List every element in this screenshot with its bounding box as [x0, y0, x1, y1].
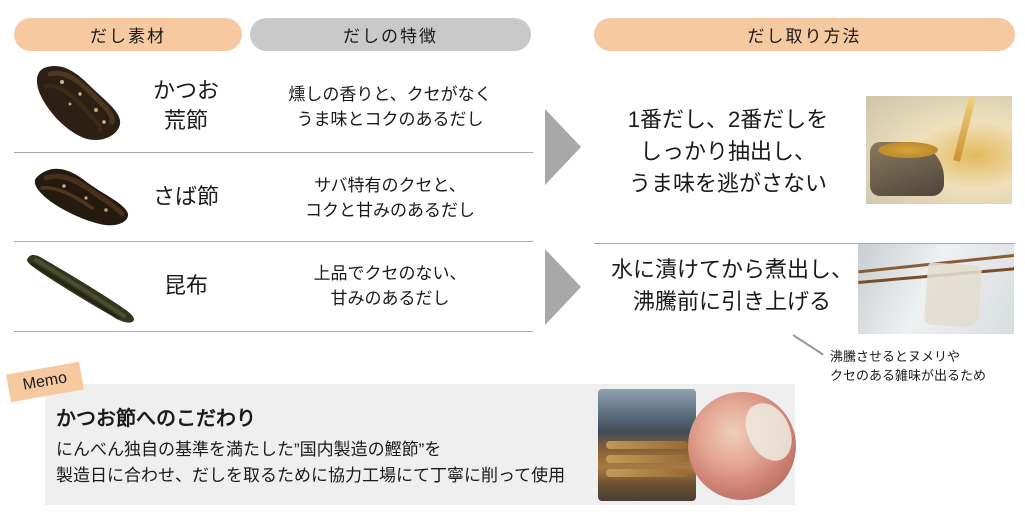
dashi-stream: [953, 96, 976, 162]
method-divider: [594, 243, 1015, 244]
boiling-caution-note: 沸騰させるとヌメリや クセのある雑味が出るため: [830, 349, 987, 383]
right-arrow-icon: [545, 249, 581, 325]
memo-title: かつお節へのこだわり: [56, 408, 256, 430]
dashi-surface: [878, 142, 938, 158]
ingredient-name-katsuo-arabushi: かつお 荒節: [152, 78, 219, 133]
header-ingredients: だし素材: [14, 18, 242, 51]
header-characteristics: だしの特徴: [250, 18, 531, 51]
ingredient-name-kombu: 昆布: [163, 273, 208, 299]
memo-body: にんべん独自の基準を満たした”国内製造の鰹節”を 製造日に合わせ、だしを取るため…: [56, 440, 566, 486]
fish-row: [606, 441, 688, 449]
kombu-sheet: [923, 262, 983, 328]
row-divider: [14, 241, 533, 242]
header-extraction-method: だし取り方法: [594, 18, 1015, 51]
fish-row: [606, 469, 688, 477]
ingredient-description-katsuo-arabushi: 燻しの香りと、クセがなく うま味とコクのあるだし: [288, 84, 492, 130]
dashi-pouring-photo: [866, 96, 1012, 204]
ingredient-description-saba-bushi: サバ特有のクセと、 コクと甘みのあるだし: [305, 175, 475, 221]
kombu-photo: [22, 248, 140, 331]
row-divider: [14, 331, 533, 332]
method-text-kombu-dashi: 水に漬けてから煮出し、 沸騰前に引き上げる: [610, 257, 853, 314]
fish-processing-photo: [688, 392, 796, 500]
ingredient-description-kombu: 上品でクセのない、 甘みのあるだし: [313, 263, 467, 309]
fish-row: [606, 455, 688, 463]
right-arrow-icon: [545, 109, 581, 185]
note-connector-line: [792, 334, 824, 356]
kombu-lifting-photo: [858, 244, 1014, 334]
katsuobushi-smoking-photo: [598, 389, 696, 501]
method-text-fish-dashi: 1番だし、2番だしを しっかり抽出し、 うま味を逃がさない: [627, 107, 829, 196]
row-divider: [14, 152, 533, 153]
katsuo-arabushi-photo: [30, 60, 130, 151]
saba-bushi-photo: [28, 160, 136, 237]
ingredient-name-saba-bushi: さば節: [152, 184, 219, 210]
